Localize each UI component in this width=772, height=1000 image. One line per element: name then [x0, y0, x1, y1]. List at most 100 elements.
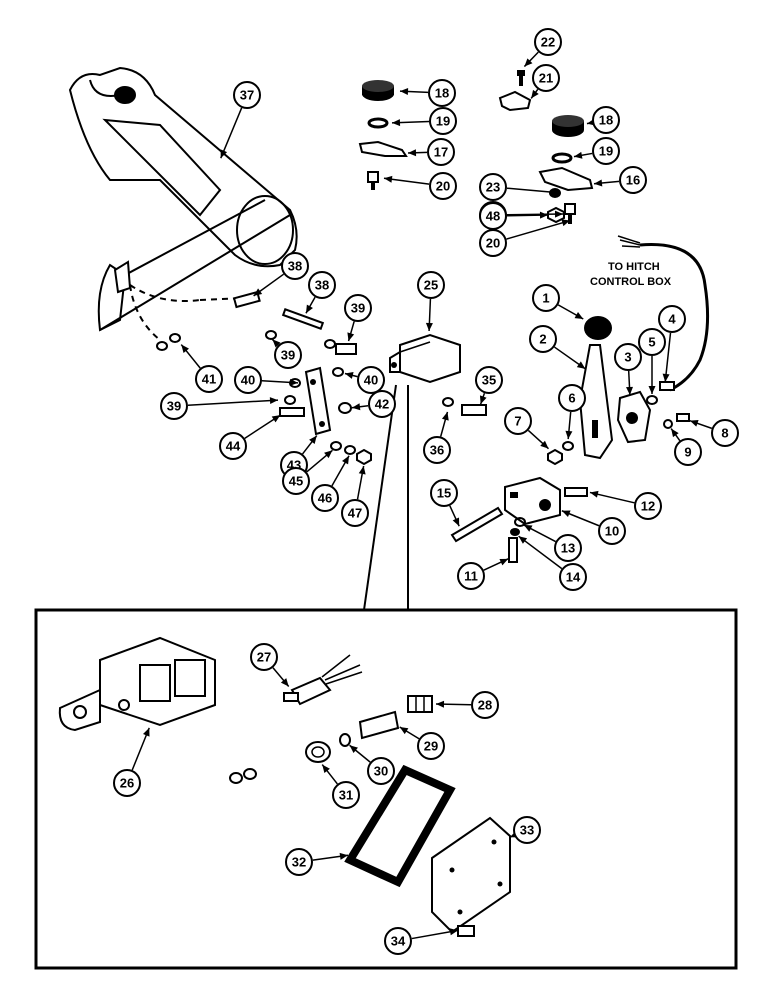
callout-label-8: 8 [721, 426, 728, 441]
part-40-washer-b [332, 367, 344, 377]
callout-label-22: 22 [541, 35, 555, 50]
callout-label-40: 40 [364, 373, 378, 388]
callout-13: 13 [554, 534, 582, 562]
leader-arrowhead-6 [565, 430, 573, 440]
callout-22: 22 [534, 28, 562, 56]
wire-harness [617, 235, 710, 392]
callout-circle-28 [471, 691, 499, 719]
leader-arrowhead-36 [441, 411, 449, 421]
callout-26: 26 [113, 769, 141, 797]
leader-arrowhead-12 [589, 490, 599, 498]
callout-label-25: 25 [424, 278, 438, 293]
callout-44: 44 [219, 432, 247, 460]
part-13-washer [514, 517, 526, 527]
callout-circle-3 [614, 343, 642, 371]
leader-arrowhead-39 [347, 332, 355, 342]
callout-circle-39 [160, 392, 188, 420]
callout-33: 33 [513, 816, 541, 844]
callout-label-38: 38 [288, 259, 302, 274]
leader-arrowhead-41 [181, 344, 189, 353]
leader-arrowhead-4 [662, 373, 670, 383]
part-39-washer-c [284, 395, 296, 405]
callout-circle-25 [417, 271, 445, 299]
callout-circle-34 [384, 927, 412, 955]
callout-label-15: 15 [437, 486, 451, 501]
leader-line-39 [187, 399, 279, 406]
leader-arrowhead-40 [344, 372, 354, 379]
callout-18: 18 [428, 79, 456, 107]
callout-circle-14 [559, 563, 587, 591]
callout-21: 21 [532, 64, 560, 92]
part-35-washer [442, 397, 454, 407]
callout-label-44: 44 [226, 439, 241, 454]
callout-circle-15 [430, 479, 458, 507]
caption-line-1: TO HITCH [608, 261, 660, 273]
callout-label-45: 45 [289, 474, 303, 489]
callout-circle-39 [274, 341, 302, 369]
leader-arrowhead-30 [349, 745, 358, 754]
leader-arrowhead-34 [449, 928, 459, 936]
callout-41: 41 [195, 365, 223, 393]
callout-circle-10 [598, 517, 626, 545]
callout-circle-9 [674, 438, 702, 466]
leader-arrowhead-47 [358, 465, 366, 475]
callout-label-20: 20 [436, 179, 450, 194]
part-19-washer-right [551, 152, 573, 164]
callout-label-41: 41 [202, 372, 216, 387]
callout-19: 19 [592, 137, 620, 165]
leader-arrowhead-24 [554, 210, 564, 218]
part-8-screw [676, 413, 690, 422]
part-34-screw [461, 404, 487, 416]
callout-47: 47 [341, 499, 369, 527]
leader-arrowhead-9 [671, 428, 679, 438]
callout-circle-40 [234, 366, 262, 394]
callout-label-39: 39 [167, 399, 181, 414]
callout-circle-12 [634, 492, 662, 520]
leader-arrowhead-43 [309, 435, 317, 445]
part-26-switch [229, 654, 363, 784]
part-1-knob [584, 316, 612, 340]
callout-28: 28 [471, 691, 499, 719]
part-46-washer [344, 445, 356, 455]
callout-31: 31 [332, 781, 360, 809]
callout-circle-40 [357, 366, 385, 394]
callout-38: 38 [308, 271, 336, 299]
leader-arrowhead-39 [269, 397, 279, 405]
callout-25: 25 [417, 271, 445, 299]
callout-label-7: 7 [514, 414, 521, 429]
callout-circle-1 [532, 284, 560, 312]
callout-5: 5 [638, 328, 666, 356]
callout-label-28: 28 [478, 698, 492, 713]
callout-label-36: 36 [430, 443, 444, 458]
leader-arrowhead-38 [253, 288, 263, 296]
callout-14: 14 [559, 563, 587, 591]
part-22-screw [517, 70, 525, 86]
callout-label-18: 18 [435, 86, 449, 101]
leader-arrowhead-10 [561, 510, 571, 517]
callout-label-30: 30 [374, 764, 388, 779]
callout-23: 23 [479, 173, 507, 201]
callout-12: 12 [634, 492, 662, 520]
leader-arrowhead-1 [574, 312, 584, 320]
callout-circle-22 [534, 28, 562, 56]
part-37-rod [281, 308, 325, 330]
leader-arrowhead-45 [324, 450, 333, 459]
callout-circle-6 [558, 384, 586, 412]
part-42-nut [338, 402, 352, 414]
callout-27: 27 [250, 643, 278, 671]
callout-circle-36 [423, 436, 451, 464]
callout-30: 30 [367, 757, 395, 785]
leader-arrowhead-35 [479, 395, 487, 405]
callout-label-2: 2 [539, 332, 546, 347]
part-17-bracket [358, 140, 408, 157]
callout-circle-18 [592, 106, 620, 134]
callout-label-37: 37 [240, 88, 254, 103]
callout-circle-20 [429, 172, 457, 200]
leader-arrowhead-17 [407, 149, 417, 157]
callout-label-9: 9 [684, 445, 691, 460]
callout-circle-16 [619, 166, 647, 194]
callout-circle-38 [281, 252, 309, 280]
callout-circle-47 [341, 499, 369, 527]
part-6-washer [562, 441, 574, 451]
